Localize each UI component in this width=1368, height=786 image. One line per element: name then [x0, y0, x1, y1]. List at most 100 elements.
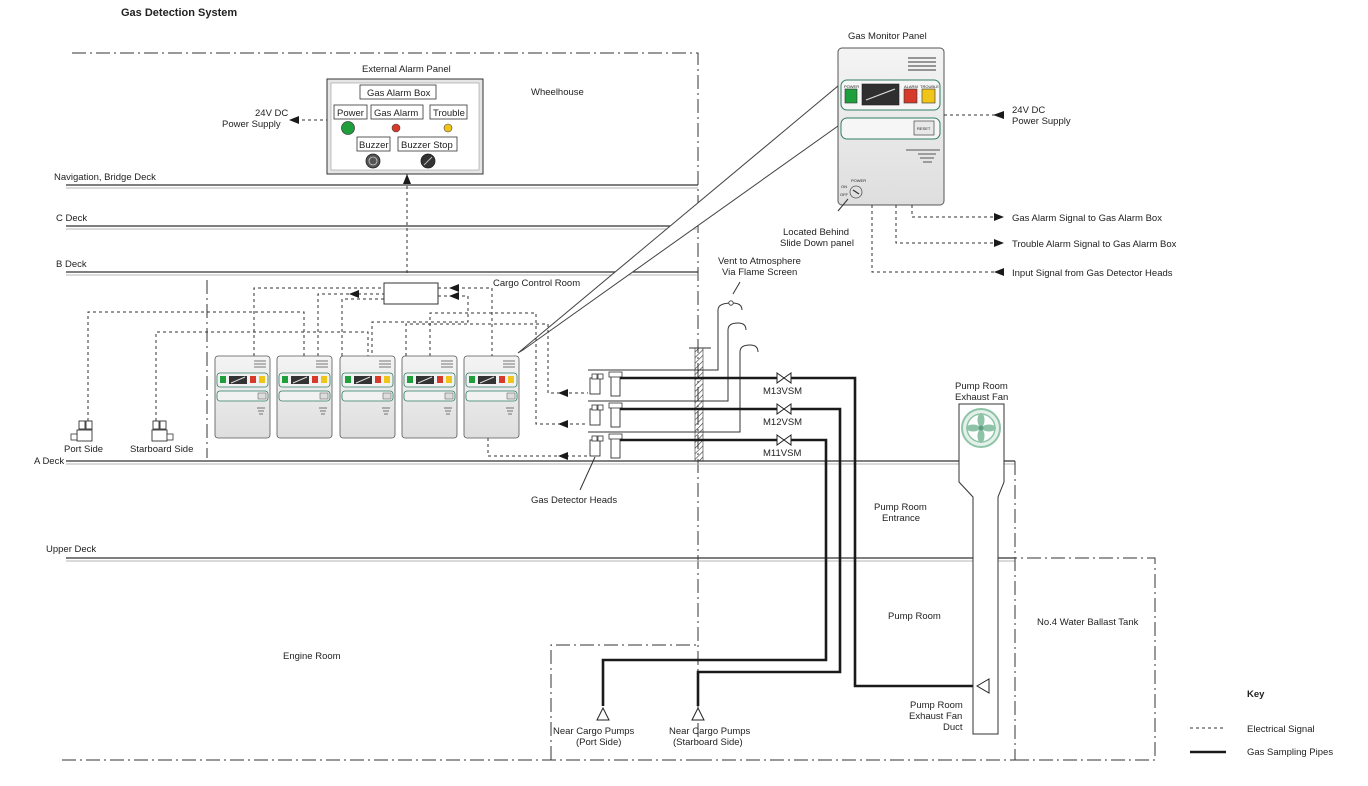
- vent-leader: [732, 281, 741, 295]
- ccr-wiring: [87, 284, 588, 460]
- trouble-label: Trouble: [433, 108, 465, 119]
- buzzer-label: Buzzer: [359, 140, 389, 151]
- ballast-tank-boundary: [1015, 557, 1156, 761]
- trouble-signal-wire: [895, 205, 998, 244]
- callout-wedge: [517, 84, 839, 354]
- menu-lines-icon: [906, 149, 940, 163]
- valve-m12-icon: [776, 403, 792, 415]
- vent-line1: Vent to Atmosphere: [718, 256, 801, 267]
- gas-monitor-4: [401, 355, 458, 439]
- pump-room-inner-boundary: [550, 644, 698, 760]
- gas-alarm-box-label-box: [359, 84, 437, 100]
- vent-line-3: [588, 344, 759, 433]
- pump-room-label: Pump Room: [888, 611, 941, 622]
- display-reflection: [865, 88, 896, 101]
- input-signal-wire: [871, 205, 998, 273]
- cargo-control-room-label: Cargo Control Room: [493, 278, 580, 289]
- slide-note-line1: Located Behind: [783, 227, 849, 238]
- gas-alarm-signal-wire: [911, 205, 998, 218]
- power-switch-pointer: [852, 189, 860, 195]
- left-power-supply-line1: 24V DC: [255, 108, 288, 119]
- gas-alarm-label-box: [370, 104, 424, 120]
- key-pipe-label: Gas Sampling Pipes: [1247, 747, 1333, 758]
- power-switch-off-label: OFF: [840, 192, 849, 197]
- exhaust-duct-line1: Pump Room: [910, 700, 963, 711]
- duct-sample-point-icon: [976, 678, 990, 694]
- valve-m12-label: M12VSM: [763, 417, 802, 428]
- bulkhead-penetration: [694, 347, 704, 462]
- exhaust-duct-line2: Exhaust Fan: [909, 711, 962, 722]
- buzzer-stop-label-box: [397, 136, 458, 152]
- gas-monitor-2: [276, 355, 333, 439]
- b-deck-label: B Deck: [56, 259, 87, 270]
- valve-m13-label: M13VSM: [763, 386, 802, 397]
- gas-alarm-signal-label: Gas Alarm Signal to Gas Alarm Box: [1012, 213, 1162, 224]
- upper-deck-label: Upper Deck: [46, 544, 96, 555]
- trouble-indicator-lamp: [443, 123, 453, 133]
- buzzer-icon: [365, 153, 381, 169]
- power-label: Power: [337, 108, 364, 119]
- vent-grille-icon: [908, 57, 936, 71]
- cargo-pumps-stbd-line2: (Starboard Side): [673, 737, 743, 748]
- ballast-tank-label: No.4 Water Ballast Tank: [1037, 617, 1139, 628]
- sampling-pipe-m12: [620, 407, 842, 706]
- alarm-lamp-label: ALARM: [904, 84, 918, 89]
- buzzer-stop-highlight: [423, 156, 433, 166]
- right-power-supply-line2: Power Supply: [1012, 116, 1071, 127]
- starboard-side-sensor: [151, 420, 174, 442]
- buzzer-stop-label: Buzzer Stop: [401, 140, 453, 151]
- trouble-signal-arrow: [994, 239, 1004, 247]
- left-power-arrow: [289, 116, 299, 124]
- cargo-pumps-stbd-line1: Near Cargo Pumps: [669, 726, 751, 737]
- sampling-pipe-m11: [601, 438, 828, 706]
- power-lamp-label: POWER: [844, 84, 859, 89]
- vent-line-2: [588, 322, 747, 402]
- pump-room-entrance-label-1: Pump Room: [874, 502, 927, 513]
- exhaust-fan-line1: Pump Room: [955, 381, 1008, 392]
- key-title: Key: [1247, 689, 1265, 700]
- cargo-pump-stbd-sample-icon: [691, 706, 705, 721]
- nav-deck-label: Navigation, Bridge Deck: [54, 172, 156, 183]
- buzzer-grille-icon: [368, 156, 378, 166]
- exhaust-fan-duct: [958, 403, 1005, 735]
- gas-monitor-1: [214, 355, 271, 439]
- pump-room-entrance-label-2: Entrance: [882, 513, 920, 524]
- trouble-lamp-label: TROUBLE: [920, 84, 939, 89]
- power-switch-on-label: ON: [841, 184, 847, 189]
- alarm-lamp: [903, 88, 918, 104]
- flame-screen-icon: [728, 300, 734, 306]
- slide-note-leader: [837, 198, 849, 212]
- power-switch-label: POWER: [851, 178, 866, 183]
- reset-button-label: RESET: [917, 126, 931, 131]
- trouble-label-box: [429, 104, 468, 120]
- c-deck-label: C Deck: [56, 213, 87, 224]
- vent-line-1: [588, 302, 743, 371]
- gas-detector-heads-leader: [579, 456, 596, 491]
- key-electrical-label: Electrical Signal: [1247, 724, 1315, 735]
- port-side-sensor: [70, 420, 93, 442]
- vent-line2: Via Flame Screen: [722, 267, 797, 278]
- gas-monitor-3: [339, 355, 396, 439]
- gas-monitor-panel-title: Gas Monitor Panel: [848, 31, 927, 42]
- cargo-pump-port-sample-icon: [596, 706, 610, 721]
- exhaust-fan-line2: Exhaust Fan: [955, 392, 1008, 403]
- gas-alarm-indicator-lamp: [391, 123, 401, 133]
- wheelhouse-boundary: [72, 52, 699, 745]
- gas-alarm-signal-arrow: [994, 213, 1004, 221]
- junction-box: [383, 282, 439, 305]
- reset-button[interactable]: [913, 120, 935, 136]
- cargo-pumps-port-line1: Near Cargo Pumps: [553, 726, 635, 737]
- right-power-arrow: [993, 111, 1004, 119]
- trouble-lamp: [921, 88, 936, 104]
- gas-detector-heads: [589, 371, 623, 459]
- sampling-pipe-m13: [620, 376, 977, 688]
- cargo-pumps-port-line2: (Port Side): [576, 737, 621, 748]
- valve-m11-icon: [776, 434, 792, 446]
- starboard-side-label: Starboard Side: [130, 444, 193, 455]
- valve-m11-label: M11VSM: [763, 448, 801, 459]
- right-power-supply-line1: 24V DC: [1012, 105, 1045, 116]
- exhaust-fan-icon: [961, 408, 1001, 448]
- power-label-box: [333, 104, 368, 120]
- valve-m13-icon: [776, 372, 792, 384]
